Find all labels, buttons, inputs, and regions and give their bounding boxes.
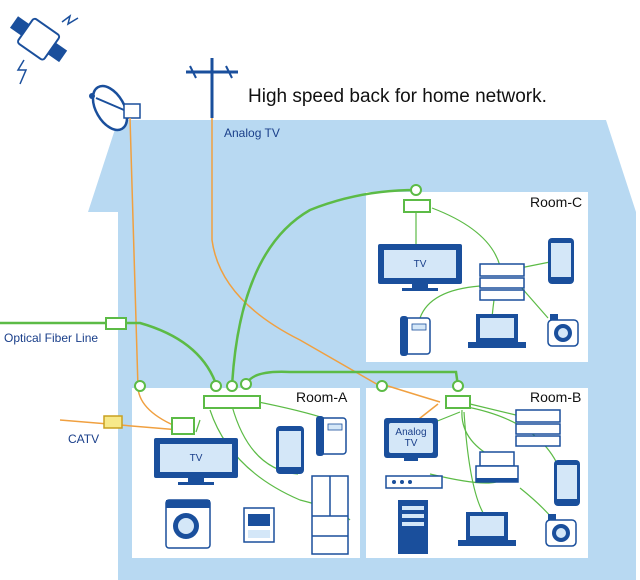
room-a-phone-icon: [316, 416, 347, 456]
room-c-recorder-icon: [479, 263, 525, 301]
room-a-label: Room-A: [296, 389, 348, 405]
room-b-recorder-icon: [515, 409, 561, 447]
diagram-title: High speed back for home network.: [248, 86, 547, 107]
room-c-label: Room-C: [530, 194, 583, 210]
room-c-hub: [403, 199, 431, 213]
room-a-tv-text: TV: [189, 453, 203, 464]
room-c-tv-text: TV: [413, 259, 427, 270]
satellite-dish-icon: [89, 84, 141, 132]
optical-fiber-label: Optical Fiber Line: [4, 331, 99, 345]
room-b-server-icon: [398, 500, 428, 554]
room-c-camera-icon: [547, 314, 579, 347]
tv-antenna-icon: [186, 58, 238, 118]
room-c-laptop-icon: [468, 314, 526, 348]
room-b-router-icon: [385, 475, 443, 489]
room-b-label: Room-B: [530, 389, 582, 405]
junction-nodes: [134, 184, 464, 392]
analog-tv-screen-line2: TV: [404, 438, 418, 449]
catv-label: CATV: [68, 432, 100, 446]
room-b-laptop-icon: [458, 512, 516, 546]
room-b-printer-icon: [475, 451, 519, 483]
analog-tv-label: Analog TV: [224, 126, 280, 140]
room-a-washer-icon: [165, 499, 211, 549]
room-a-tv-tuner: [171, 417, 195, 435]
room-b-camera-icon: [545, 514, 577, 547]
room-c-phone-icon: [400, 316, 431, 356]
analog-tv-screen-line1: Analog: [395, 427, 427, 438]
room-a-smartphone-icon: [276, 426, 304, 474]
room-a-microwave-icon: [243, 507, 275, 543]
room-c-tv-icon: [378, 244, 462, 291]
room-a-hub: [203, 395, 261, 409]
room-a-refrigerator-icon: [311, 475, 349, 555]
satellite-icon: [9, 14, 79, 85]
room-a-tv-icon: [154, 438, 238, 485]
room-b-analog-tv-icon: [384, 418, 438, 461]
room-c-smartphone-icon: [548, 238, 574, 284]
catv-connector: [103, 415, 123, 429]
room-b-smartphone-icon: [554, 460, 580, 506]
fiber-connector: [105, 317, 127, 330]
room-b-hub: [445, 395, 471, 409]
